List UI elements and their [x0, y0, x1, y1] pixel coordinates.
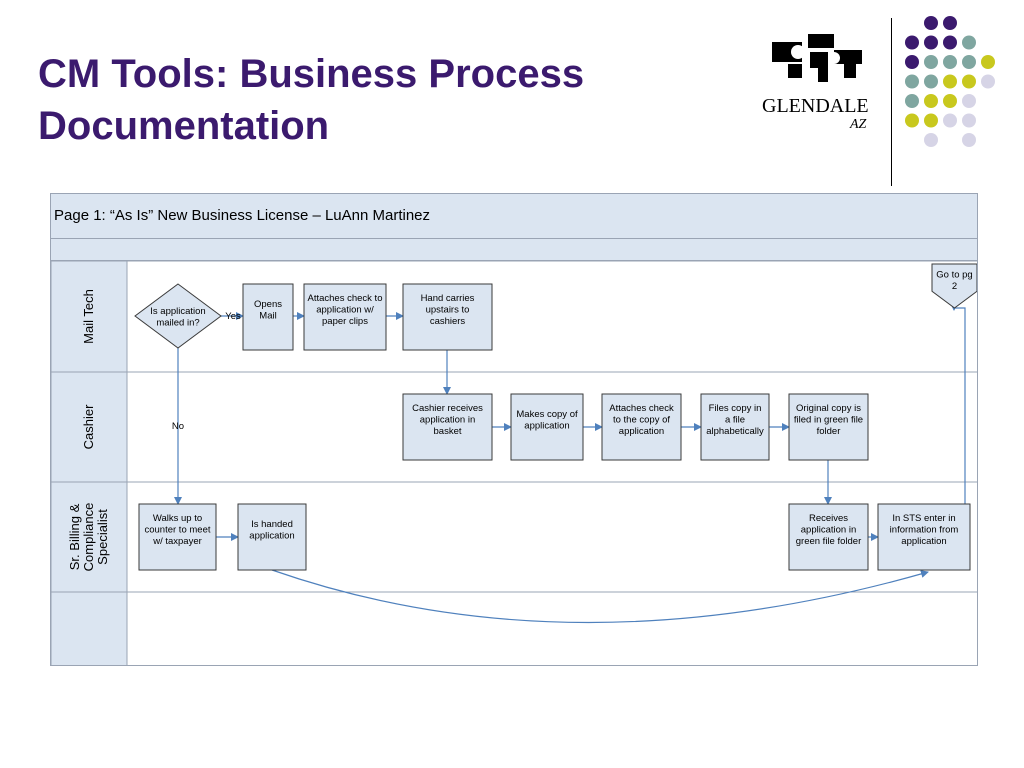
edge-label-no: No [172, 421, 184, 432]
decorative-dot [943, 94, 957, 108]
decorative-dot [924, 113, 938, 128]
decorative-dot [943, 74, 957, 89]
decorative-dot [962, 35, 976, 50]
process-box [303, 283, 387, 351]
decorative-dot-grid [905, 16, 995, 147]
decorative-dot [924, 16, 938, 30]
process-diagram-frame: Page 1: “As Is” New Business License – L… [50, 193, 978, 666]
decorative-dot [962, 94, 976, 108]
decorative-dot [962, 55, 976, 69]
decorative-dot [962, 74, 976, 89]
logo-wordmark: GLENDALE [762, 95, 869, 117]
offpage-connector [931, 263, 977, 309]
slide-title-line-1: CM Tools: Business Process [38, 52, 585, 96]
decorative-dot [924, 74, 938, 89]
slide-title-line-2: Documentation [38, 104, 330, 148]
process-box [138, 503, 217, 571]
edge-sts-to-goto-pg2 [950, 303, 966, 504]
lane-header-blank [51, 591, 128, 665]
decorative-dot [943, 16, 957, 30]
lane-label-billing: Sr. Billing &ComplianceSpecialist [67, 503, 110, 572]
lane-label-cashier: Cashier [81, 404, 96, 449]
header-divider [891, 18, 892, 186]
decorative-dot [905, 35, 919, 50]
decorative-dot [924, 35, 938, 50]
decorative-dot [962, 113, 976, 128]
process-box [788, 503, 869, 571]
edge-label-yes: Yes [225, 311, 241, 322]
decorative-dot [943, 113, 957, 128]
decision-diamond [134, 283, 222, 349]
decorative-dot [905, 74, 919, 89]
diagram-page-title: Page 1: “As Is” New Business License – L… [51, 194, 977, 239]
edge-is-handed-to-sts [271, 569, 929, 624]
decorative-dot [924, 55, 938, 69]
decorative-dot [981, 74, 995, 89]
decorative-dot [924, 133, 938, 147]
glendale-logo: GLENDALE AZ [762, 34, 869, 132]
decorative-dot [905, 94, 919, 108]
slide-title: CM Tools: Business Process Documentation [38, 48, 758, 152]
process-box [242, 283, 294, 351]
process-box [700, 393, 770, 461]
process-box [402, 283, 493, 351]
decorative-dot [924, 94, 938, 108]
logo-subtext: AZ [849, 117, 867, 132]
process-box [237, 503, 307, 571]
lane-blank [126, 591, 977, 665]
process-box [402, 393, 493, 461]
decorative-dot [962, 133, 976, 147]
lane-label-mail-tech: Mail Tech [81, 289, 96, 344]
decorative-dot [943, 55, 957, 69]
process-box [788, 393, 869, 461]
lane-header-cashier [51, 371, 128, 483]
process-box [877, 503, 971, 571]
decorative-dot [905, 113, 919, 128]
process-box [510, 393, 584, 461]
decorative-dot [943, 35, 957, 50]
process-box [601, 393, 682, 461]
decorative-dot [905, 55, 919, 69]
decorative-dot [981, 55, 995, 69]
